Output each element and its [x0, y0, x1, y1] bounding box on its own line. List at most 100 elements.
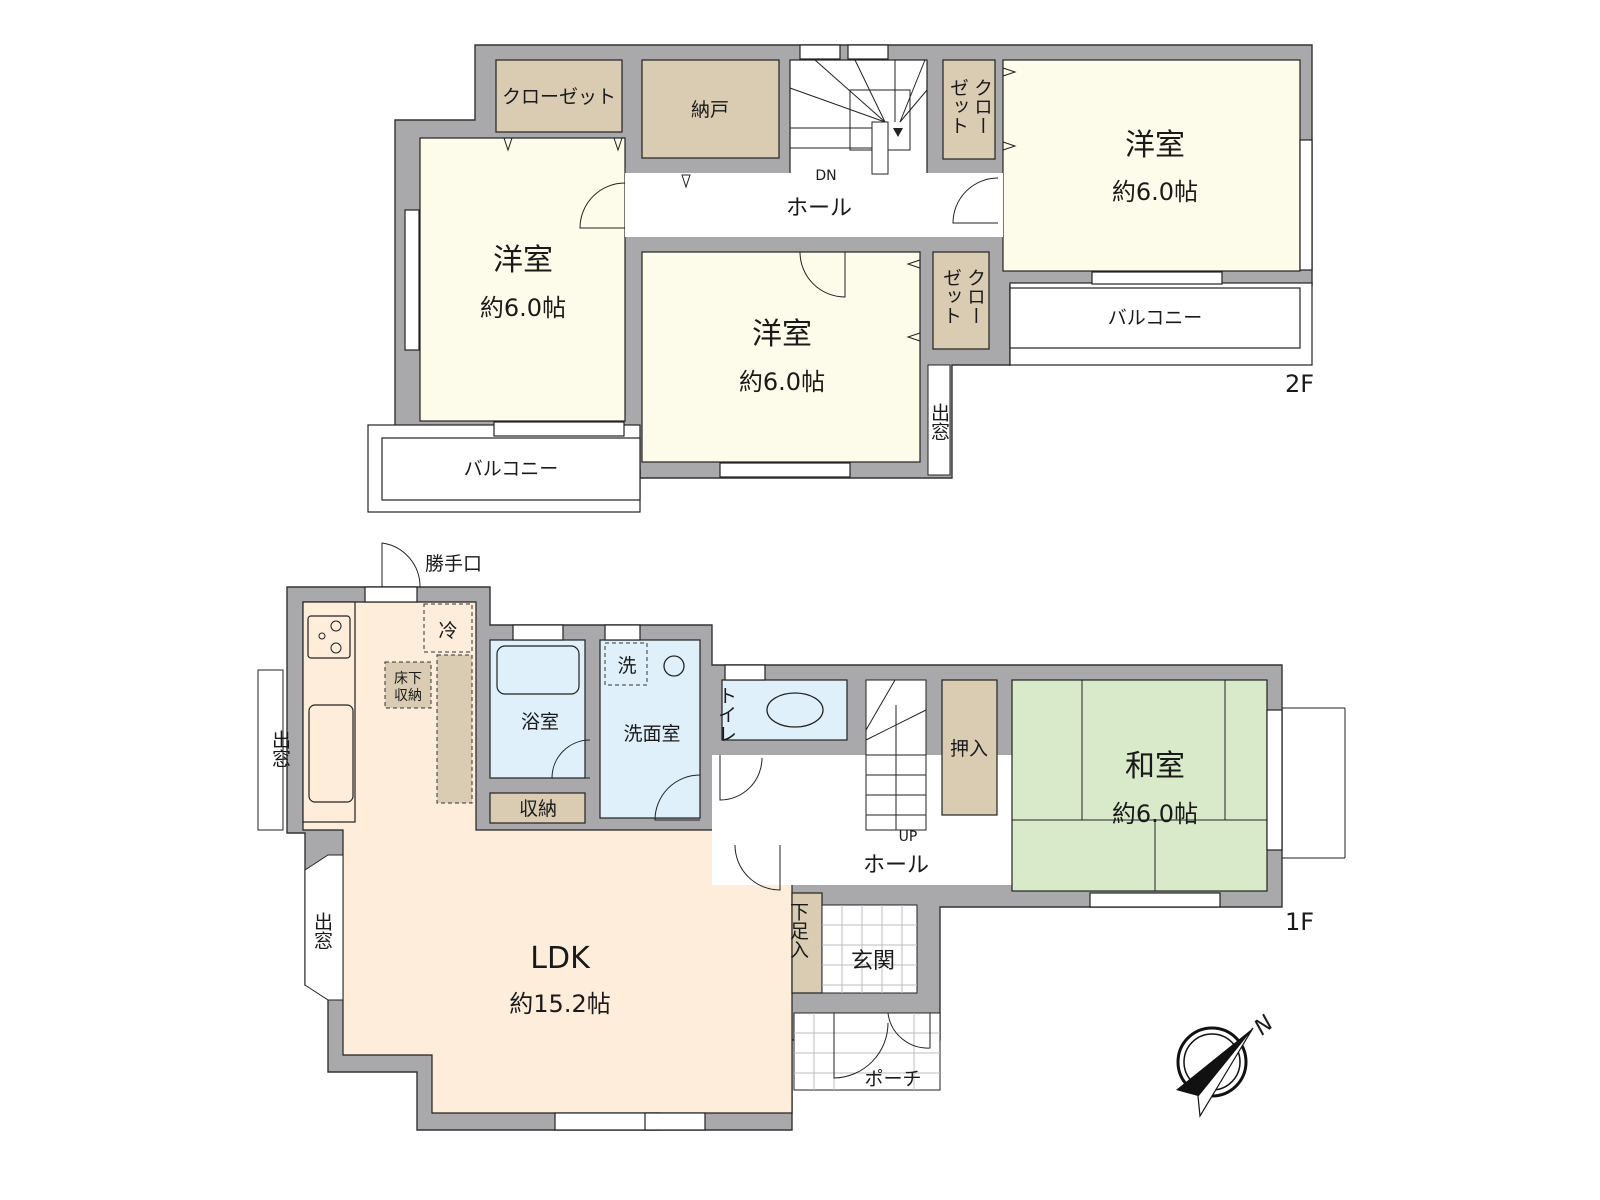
- door-swing[interactable]: [719, 755, 763, 801]
- kitchen-back-door[interactable]: [381, 542, 421, 588]
- window: [644, 1112, 706, 1131]
- entrance-door[interactable]: [833, 1013, 889, 1079]
- bay-window-label: 出窓: [311, 912, 333, 950]
- western-room-right[interactable]: [1002, 59, 1301, 272]
- getabako-label: 下足入: [787, 902, 809, 959]
- tatami-lines: [1012, 680, 1267, 891]
- room-name: 押入: [950, 738, 988, 760]
- fridge-space: [423, 603, 473, 653]
- fridge-label: 冷: [438, 620, 457, 642]
- kitchen-back-door-frame: [364, 586, 418, 603]
- window: [799, 44, 841, 60]
- stove-icon: [307, 615, 351, 659]
- floor-label-1f: 1F: [1285, 908, 1314, 936]
- window: [404, 209, 420, 351]
- closet-door-marker: [1002, 67, 1017, 77]
- closet-door-marker: [906, 259, 921, 269]
- room-area: 約6.0帖: [1112, 800, 1198, 828]
- compass-label: N: [1250, 1011, 1279, 1041]
- stairs-icon-1f: [865, 679, 927, 830]
- balcony-right: [1009, 287, 1301, 349]
- bathtub-icon: [496, 645, 580, 695]
- oshiire[interactable]: [941, 679, 998, 816]
- floor-1f: LDK 約15.2帖 和室 約6.0帖 浴室 洗面室 洗 トイレ 収納 押入 ホ…: [257, 542, 1346, 1131]
- room-name: 収納: [519, 798, 557, 820]
- door-swing[interactable]: [734, 844, 781, 891]
- door-swing[interactable]: [654, 774, 701, 821]
- room-name: 洋室: [752, 317, 812, 352]
- storage-1f[interactable]: [489, 792, 586, 824]
- hall-2f[interactable]: [625, 173, 1003, 237]
- stairs-2f[interactable]: [789, 59, 928, 175]
- genkan-tiles: [822, 905, 917, 993]
- door-swing[interactable]: [952, 177, 999, 224]
- ldk[interactable]: [302, 601, 793, 1114]
- room-name: バルコニー: [1108, 307, 1203, 329]
- door-swing[interactable]: [579, 182, 626, 229]
- washbasin-icon: [663, 655, 685, 677]
- closet-center[interactable]: [932, 251, 990, 350]
- room-name: ポーチ: [864, 1068, 921, 1090]
- window: [1299, 139, 1313, 271]
- window: [493, 421, 625, 437]
- nando[interactable]: [641, 59, 780, 159]
- closet-door-marker: [1002, 141, 1017, 151]
- western-room-left[interactable]: [419, 137, 626, 422]
- closet-top[interactable]: [495, 59, 623, 133]
- north-arrow-icon: N: [1176, 1011, 1279, 1118]
- room-area: 約6.0帖: [739, 368, 825, 396]
- window: [847, 44, 889, 60]
- room-name: 和室: [1125, 749, 1185, 784]
- washitsu[interactable]: [1011, 679, 1268, 892]
- window: [1089, 892, 1221, 908]
- window: [1266, 709, 1283, 851]
- window: [719, 462, 851, 478]
- stairs-label: DN: [815, 168, 836, 184]
- floor-label-2f: 2F: [1285, 370, 1314, 398]
- floor-2f: 洋室 約6.0帖 洋室 約6.0帖 洋室 約6.0帖 クローゼット 納戸 ホール…: [367, 44, 1314, 513]
- balcony-left: [381, 437, 641, 501]
- closet-label: ゼット: [947, 78, 969, 135]
- closet-door-marker: [906, 332, 921, 342]
- room-area: 約15.2帖: [509, 990, 610, 1018]
- room-name: 浴室: [521, 711, 559, 733]
- porch[interactable]: [793, 1012, 941, 1091]
- room-name: 納戸: [691, 99, 729, 121]
- sink-icon: [308, 704, 354, 803]
- toilet-icon: [766, 692, 824, 728]
- door-swing[interactable]: [799, 251, 846, 298]
- room-area: 約6.0帖: [1112, 178, 1198, 206]
- closet-right-top[interactable]: [942, 59, 996, 160]
- underfloor-label: 床下: [394, 671, 422, 687]
- window: [724, 664, 766, 681]
- window: [604, 624, 641, 641]
- closet-label: ゼット: [940, 268, 962, 325]
- genkan[interactable]: [821, 904, 918, 994]
- room-name: 玄関: [851, 949, 895, 974]
- closet-door-marker: [503, 137, 513, 152]
- entrance-door[interactable]: [887, 1012, 931, 1049]
- toilet-label: トイレ: [715, 686, 737, 743]
- underfloor-label: 収納: [394, 688, 422, 704]
- kitchen-door-label: 勝手口: [425, 553, 482, 575]
- toilet-room[interactable]: [721, 679, 848, 741]
- closet-door-marker: [681, 174, 691, 189]
- western-room-center[interactable]: [641, 251, 921, 463]
- bay-window-label: 出窓: [269, 730, 291, 768]
- stairs-icon-2f: [789, 59, 928, 175]
- window: [512, 624, 564, 641]
- closet-label: クロー: [964, 268, 986, 325]
- bay-window-label: 出窓: [928, 403, 950, 441]
- room-name: バルコニー: [464, 458, 559, 480]
- room-name: 洋室: [493, 243, 553, 278]
- window: [1091, 271, 1223, 285]
- room-name: クローゼット: [502, 86, 616, 108]
- bay-window-ldk: [304, 854, 344, 1001]
- room-name: 洋室: [1125, 128, 1185, 163]
- door-swing[interactable]: [551, 739, 591, 779]
- bay-window-2f: [927, 364, 951, 476]
- room-area: 約6.0帖: [480, 294, 566, 322]
- room-name: LDK: [530, 941, 591, 976]
- underfloor-storage[interactable]: [384, 661, 432, 709]
